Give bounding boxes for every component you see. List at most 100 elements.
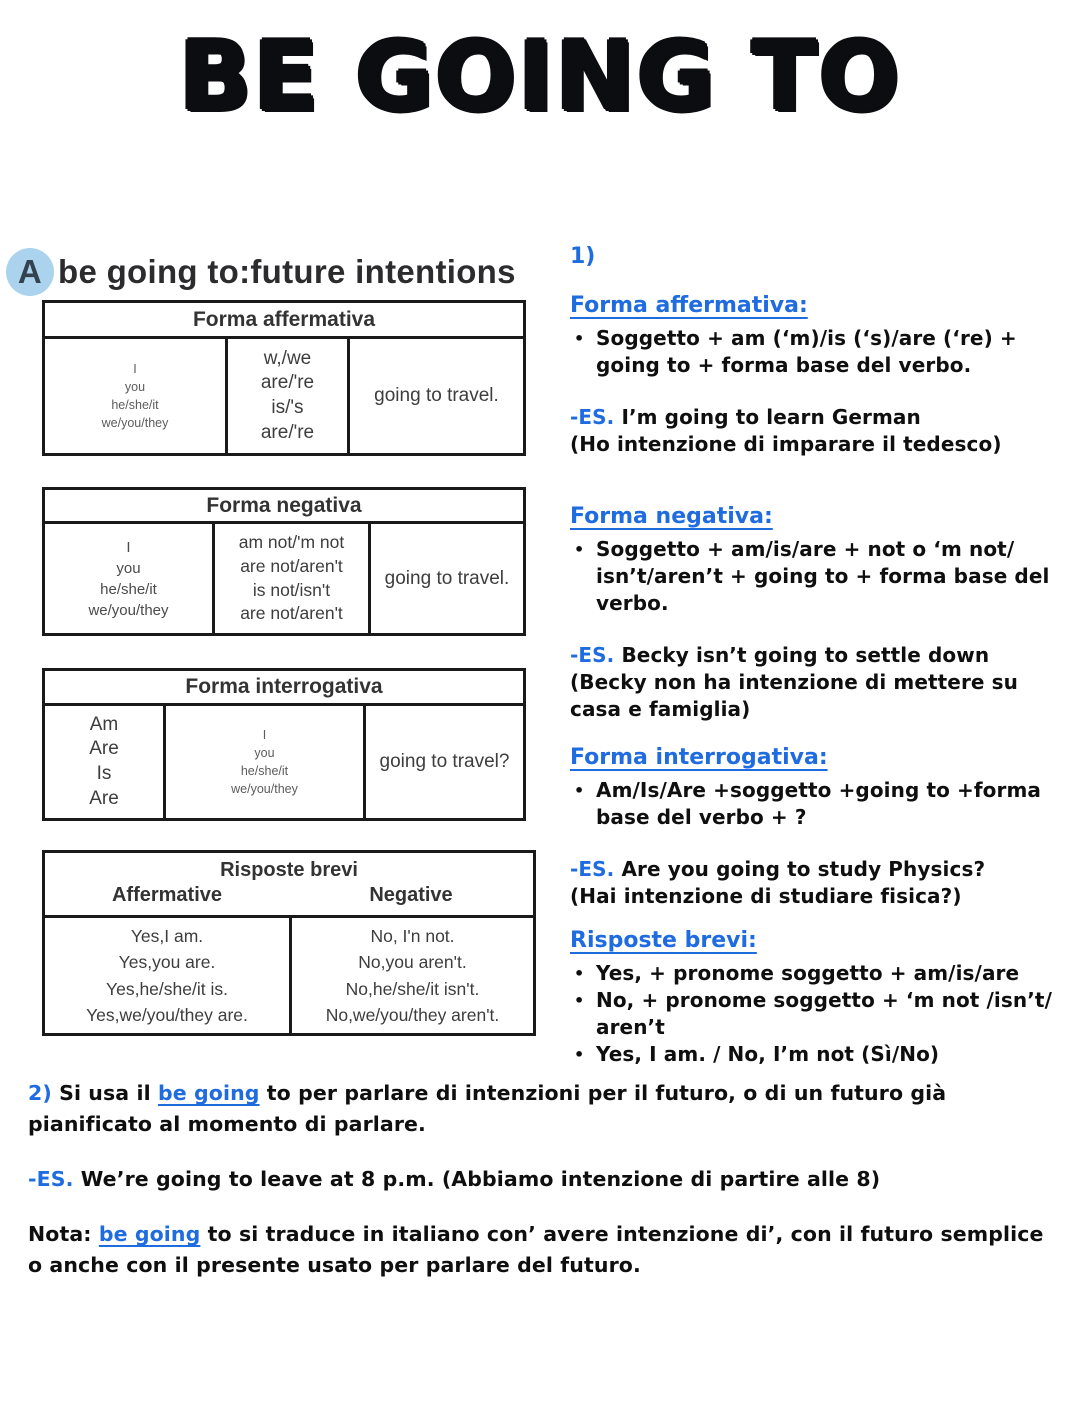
verb-line: are not/aren't (240, 603, 343, 624)
affermativa-verbs-cell: w,/we are/'re is/'s are/'re (225, 339, 347, 453)
verb-line: Is (96, 763, 112, 784)
risposte-negative-cell: No, I'n not. No,you aren't. No,he/she/it… (289, 918, 533, 1033)
answer-line: Yes,he/she/it is. (106, 978, 228, 999)
table-forma-negativa-body: I you he/she/it we/you/they am not/'m no… (45, 524, 523, 633)
nota-paragraph: Nota: be going to si traduce in italiano… (28, 1219, 1060, 1281)
note-bullet: • No, + pronome soggetto + ‘m not /isn’t… (570, 987, 1074, 1041)
note-heading-affermativa: Forma affermativa: (570, 293, 808, 318)
bullet-dot-icon: • (574, 991, 585, 1010)
note-bullet: • Soggetto + am (‘m)/is (‘s)/are (‘re) +… (570, 325, 1074, 379)
table-forma-negativa-title: Forma negativa (45, 490, 523, 524)
note-heading-negativa: Forma negativa: (570, 504, 773, 529)
table-forma-interrogativa-title: Forma interrogativa (45, 671, 523, 706)
note-translation: (Becky non ha intenzione di mettere su c… (570, 670, 1018, 721)
bullet-text: No, + pronome soggetto + ‘m not /isn’t/ … (596, 988, 1052, 1039)
risposte-col-affirmative: Affermative (111, 884, 223, 906)
interrogativa-verbs-cell: Am Are Is Are (45, 706, 163, 818)
table-risposte-brevi: Risposte brevi Affermative Negative Yes,… (42, 850, 536, 1036)
bullet-text: Yes, + pronome soggetto + am/is/are (596, 961, 1020, 985)
bullet-dot-icon: • (574, 329, 585, 348)
answer-line: No,he/she/it isn't. (345, 978, 480, 999)
interrogativa-subjects-cell: I you he/she/it we/you/they (163, 706, 363, 818)
bullet-text: Yes, I am. / No, I’m not (Sì/No) (596, 1042, 940, 1066)
table-forma-negativa: Forma negativa I you he/she/it we/you/th… (42, 487, 526, 636)
note-heading-interrogativa: Forma interrogativa: (570, 745, 828, 770)
note-bullet: • Soggetto + am/is/are + not o ‘m not/ i… (570, 536, 1074, 617)
verb-line: am not/'m not (238, 532, 345, 553)
bullet-dot-icon: • (574, 1045, 585, 1064)
verb-line: are not/aren't (240, 555, 343, 576)
subject-line: we/you/they (231, 782, 298, 797)
answer-line: No, I'n not. (370, 926, 455, 946)
note-number: 1) (570, 244, 596, 269)
risposte-affirmative-cell: Yes,I am. Yes,you are. Yes,he/she/it is.… (45, 918, 289, 1033)
verb-line: are/'re (260, 421, 315, 443)
note-bullet: • Yes, + pronome soggetto + am/is/are (570, 960, 1074, 987)
bullet-dot-icon: • (574, 781, 585, 800)
verb-line: Are (89, 787, 119, 809)
rule-2-highlight: be going (157, 1081, 260, 1105)
example-label: -ES. (570, 857, 615, 881)
affermativa-subjects-cell: I you he/she/it we/you/they (45, 339, 225, 453)
subject-line: I (133, 361, 137, 376)
complement-text: going to travel? (379, 751, 510, 772)
rule-2-paragraph: 2) Si usa il be going to per parlare di … (28, 1078, 1060, 1140)
complement-text: going to travel. (384, 567, 510, 589)
risposte-subheaders: Affermative Negative (45, 884, 533, 907)
note-translation: (Ho intenzione di imparare il tedesco) (570, 432, 1002, 456)
example-text: Becky isn’t going to settle down (614, 643, 990, 667)
nota-post: to si traduce in italiano con’ avere int… (28, 1222, 1044, 1277)
subject-line: he/she/it (100, 580, 157, 598)
section-heading-text: be going to:future intentions (58, 253, 516, 290)
answer-line: Yes,we/you/they are. (86, 1004, 248, 1025)
page-title: BE GOING TO (178, 22, 902, 132)
interrogativa-complement-cell: going to travel? (363, 706, 523, 818)
answer-line: Yes,you are. (118, 952, 216, 973)
bullet-text: Soggetto + am/is/are + not o ‘m not/ isn… (596, 537, 1050, 615)
risposte-title: Risposte brevi (220, 859, 358, 881)
note-example: -ES. Are you going to study Physics? (570, 856, 1074, 883)
section-badge-a: A (6, 248, 54, 296)
negativa-subjects-cell: I you he/she/it we/you/they (45, 524, 212, 633)
subject-line: we/you/they (101, 416, 169, 431)
table-forma-affermativa: Forma affermativa I you he/she/it we/you… (42, 300, 526, 456)
nota-highlight: be going (98, 1222, 201, 1246)
rule-2-number: 2) (28, 1081, 52, 1105)
verb-line: Are (89, 738, 119, 760)
note-bullet: • Am/Is/Are +soggetto +going to +forma b… (570, 777, 1074, 831)
rule-2-post: to per parlare di intenzioni per il futu… (28, 1081, 947, 1136)
note-heading-risposte: Risposte brevi: (570, 928, 757, 953)
table-forma-interrogativa-body: Am Are Is Are I you he/she/it we/you/the… (45, 706, 523, 818)
nota-label: Nota: (28, 1222, 99, 1246)
subject-line: he/she/it (111, 398, 159, 412)
risposte-col-negative: Negative (369, 884, 453, 906)
table-forma-affermativa-title: Forma affermativa (45, 303, 523, 339)
subject-line: he/she/it (240, 764, 289, 778)
section-heading: A be going to:future intentions (6, 248, 516, 296)
risposte-header: Risposte brevi Affermative Negative (45, 853, 533, 918)
subject-line: I (126, 538, 131, 556)
verb-line: is/'s (271, 397, 304, 418)
negativa-verbs-cell: am not/'m not are not/aren't is not/isn'… (212, 524, 368, 633)
table-forma-affermativa-body: I you he/she/it we/you/they w,/we are/'r… (45, 339, 523, 453)
subject-line: you (254, 745, 275, 760)
example-text: We’re going to leave at 8 p.m. (Abbiamo … (73, 1167, 881, 1191)
answer-line: No,you aren't. (358, 952, 467, 973)
example-text: Are you going to study Physics? (614, 857, 986, 881)
bullet-dot-icon: • (574, 964, 585, 983)
rule-2-pre: Si usa il (51, 1081, 158, 1105)
footer-example: -ES. We’re going to leave at 8 p.m. (Abb… (28, 1164, 1060, 1195)
notes-column: 1) Forma affermativa: • Soggetto + am (‘… (570, 244, 1074, 1068)
subject-line: we/you/they (88, 601, 169, 619)
table-forma-interrogativa: Forma interrogativa Am Are Is Are I you … (42, 668, 526, 821)
subject-line: you (116, 559, 141, 577)
verb-line: are/'re (260, 372, 315, 394)
subject-line: I (262, 727, 267, 742)
verb-line: w,/we (263, 347, 312, 369)
example-label: -ES. (28, 1167, 74, 1191)
answer-line: Yes,I am. (130, 926, 204, 946)
verb-line: is not/isn't (252, 579, 331, 600)
example-text: I’m going to learn German (614, 405, 921, 429)
note-example: -ES. I’m going to learn German (570, 404, 1074, 431)
negativa-complement-cell: going to travel. (368, 524, 523, 633)
